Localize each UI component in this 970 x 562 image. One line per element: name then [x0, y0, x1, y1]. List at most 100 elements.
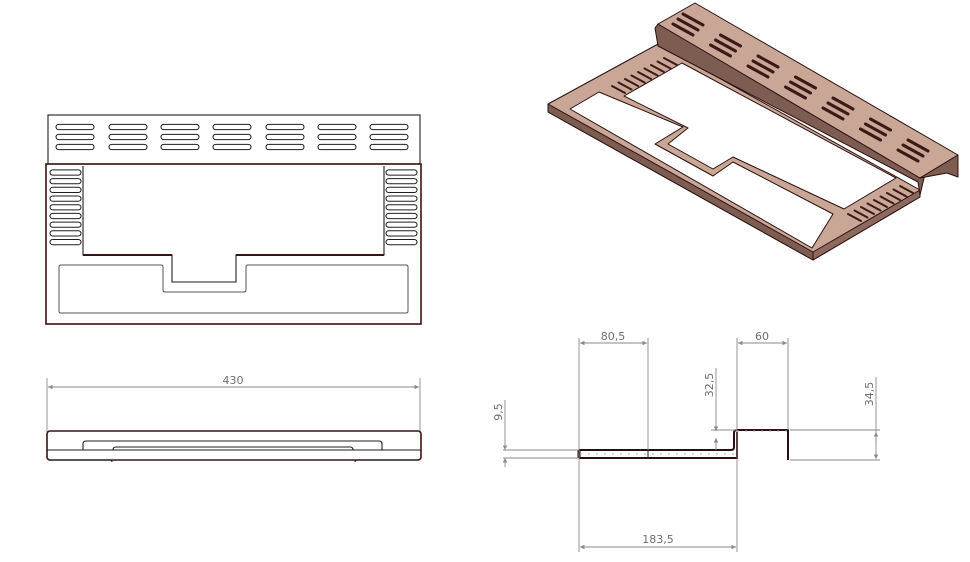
iso-slot — [831, 96, 855, 111]
vent-slot — [385, 195, 418, 202]
iso-slot — [866, 202, 882, 212]
vent-slot — [265, 123, 305, 131]
vent-slot — [385, 169, 418, 176]
iso-slot — [860, 206, 875, 215]
vent-slot — [385, 212, 418, 220]
iso-slot — [751, 59, 775, 74]
vent-slot — [212, 143, 252, 151]
dimension-label-183-5: 183,5 — [642, 533, 674, 546]
iso-slot — [671, 22, 695, 37]
dimension-label-430: 430 — [223, 374, 244, 387]
iso-slot — [821, 106, 845, 121]
base-plate-outline — [45, 163, 422, 325]
iso-slot — [630, 74, 646, 84]
iso-slot — [784, 85, 807, 100]
iso-rear-flange-lip — [919, 154, 959, 179]
vent-slot — [385, 221, 418, 228]
iso-slot — [676, 17, 700, 32]
vent-slot — [160, 133, 200, 141]
vent-slot — [212, 133, 252, 141]
vent-slot — [49, 204, 82, 211]
iso-slot — [756, 54, 780, 69]
iso-slot — [794, 75, 817, 90]
vent-slot — [55, 123, 95, 131]
vent-slot — [160, 123, 200, 131]
iso-slot — [789, 80, 812, 95]
dimension-label-34-5: 34,5 — [863, 382, 876, 407]
iso-slot — [650, 64, 665, 73]
iso-slot — [892, 188, 908, 198]
iso-slot — [886, 192, 901, 201]
iso-slot — [637, 71, 652, 80]
vent-slot — [317, 123, 357, 131]
side-vent-slots — [49, 169, 418, 246]
vent-slot — [160, 143, 200, 151]
iso-slot — [859, 127, 882, 142]
dimension-label-9-5: 9,5 — [492, 403, 505, 421]
vent-slot — [55, 143, 95, 151]
vent-slot — [49, 221, 82, 228]
iso-slot — [714, 38, 737, 53]
front-window-cutout — [58, 264, 409, 314]
iso-slot — [899, 185, 914, 194]
iso-slot — [896, 148, 920, 163]
vent-slot — [108, 133, 148, 141]
vent-slot — [49, 230, 82, 237]
notch-edge — [112, 446, 354, 451]
vent-slot — [108, 143, 148, 151]
iso-slot — [663, 57, 678, 66]
iso-slot — [873, 199, 888, 208]
iso-slot — [869, 117, 892, 132]
dimension-label-32-5: 32,5 — [703, 373, 716, 398]
iso-slot — [709, 43, 732, 58]
iso-slot — [681, 12, 705, 27]
iso-slot — [826, 101, 850, 116]
vent-slot — [317, 143, 357, 151]
iso-vent-slots — [611, 12, 930, 222]
iso-slot — [853, 209, 869, 219]
vent-slot — [265, 143, 305, 151]
vent-slot — [369, 123, 409, 131]
iso-slot — [879, 195, 895, 205]
iso-right-edge — [812, 189, 921, 261]
section-view: 80,5 60 32,5 34,5 9,5 183,5 — [492, 330, 880, 552]
vent-slot — [49, 212, 82, 220]
vent-slot — [385, 178, 418, 185]
dimension-label-60: 60 — [755, 330, 769, 343]
vent-slot — [49, 195, 82, 202]
window-edge — [82, 440, 383, 450]
vent-slot — [385, 204, 418, 211]
vent-slot — [385, 230, 418, 237]
iso-slot — [901, 143, 925, 158]
vent-slot — [49, 239, 82, 246]
vent-slot — [369, 143, 409, 151]
vent-slot — [49, 186, 82, 194]
rear-vent-slots — [55, 123, 409, 151]
vent-slot — [108, 123, 148, 131]
vent-slot — [385, 239, 418, 246]
iso-slot — [643, 67, 659, 77]
isometric-view — [547, 2, 959, 261]
vent-slot — [385, 186, 418, 194]
iso-slot — [746, 64, 770, 79]
vent-slot — [212, 123, 252, 131]
vent-slot — [49, 178, 82, 185]
vent-slot — [369, 133, 409, 141]
section-profile — [579, 429, 789, 460]
iso-slot — [624, 78, 639, 87]
vent-slot — [49, 169, 82, 176]
iso-central-cutout — [623, 62, 897, 210]
top-view — [45, 114, 422, 325]
iso-slot — [656, 60, 672, 70]
dimension-label-80-5: 80,5 — [601, 330, 626, 343]
iso-slot — [847, 213, 862, 222]
vent-slot — [265, 133, 305, 141]
feet-edge — [50, 459, 418, 463]
iso-slot — [617, 81, 633, 91]
vent-slot — [55, 133, 95, 141]
front-body-outline — [46, 430, 422, 461]
iso-slot — [611, 85, 626, 94]
iso-slot — [906, 138, 930, 153]
iso-slot — [864, 122, 887, 137]
